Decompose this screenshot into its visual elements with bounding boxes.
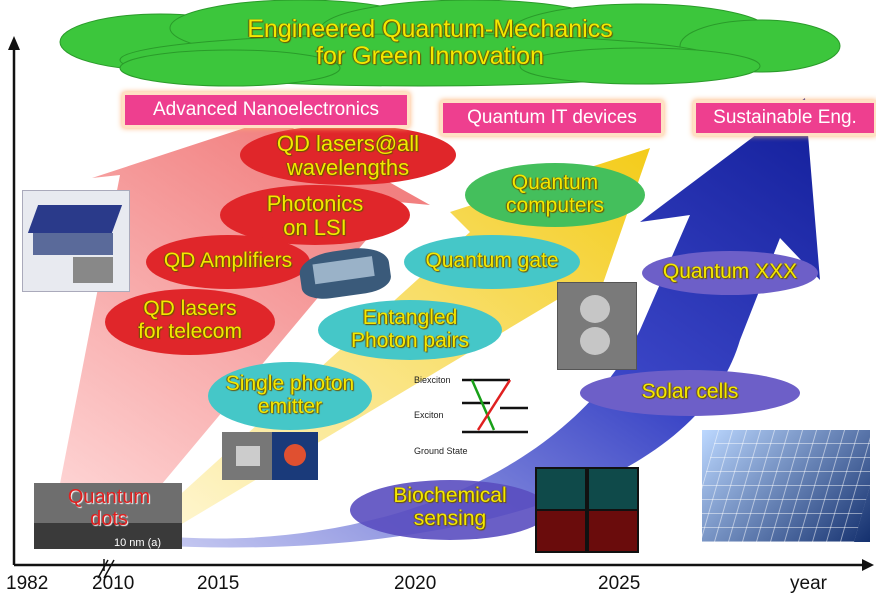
label-line: QD lasers [143,297,237,320]
tick-2020: 2020 [394,573,437,594]
label-line: for telecom [138,319,242,343]
label-line: Entangled [362,306,458,329]
bubble-biochemical [350,480,550,540]
category-sustainable-eng: Sustainable Eng. [693,100,876,136]
label-line: dots [90,507,128,530]
panel-letter: (a) [147,537,162,549]
label-line: Solar cells [641,380,739,403]
label-qd-amplifiers: QD Amplifiers [146,249,310,273]
bubble-photonics-lsi [220,185,410,245]
label-quantum-computers: Quantum computers [480,171,630,217]
bubble-quantum-computers [465,163,645,227]
tick-2025: 2025 [598,573,641,594]
label-line: Quantum gate [425,249,559,272]
label-line: emitter [257,394,323,418]
level-biexciton: Biexciton [414,375,451,385]
biochemical-cell-images [535,467,639,553]
label-line: Quantum [511,171,599,194]
bubble-single-photon [208,362,372,430]
label-solar-cells: Solar cells [610,380,770,404]
label-line: wavelengths [286,154,410,180]
banner-line-1: Engineered Quantum-Mechanics [247,15,613,43]
bubble-entangled [318,300,502,360]
label-line: computers [505,193,605,217]
label-line: Photon pairs [351,328,469,352]
label-entangled: Entangled Photon pairs [330,306,490,352]
banner-title: Engineered Quantum-Mechanics for Green I… [150,16,710,70]
cloud-banner [59,0,841,87]
bubble-solar-cells [580,370,800,416]
bubble-quantum-gate [404,235,580,289]
bubble-qd-lasers-all [240,125,456,185]
laser-device-diagram [22,190,130,292]
level-exciton: Exciton [414,410,444,420]
solar-panel-image [702,430,870,542]
tick-2015: 2015 [197,573,240,594]
bubble-quantum-xxx [642,251,818,295]
category-advanced-nanoelectronics: Advanced Nanoelectronics [122,92,410,128]
label-line: Biochemical [393,484,507,507]
label-quantum-xxx: Quantum XXX [648,260,812,284]
category-quantum-it-devices: Quantum IT devices [440,100,664,136]
bubble-qd-amplifiers [146,235,310,289]
tick-1982: 1982 [6,573,49,594]
label-line: Photonics [266,191,364,216]
label-line: Quantum XXX [662,260,798,283]
quantum-dots-tem-image [34,483,182,549]
label-quantum-dots: Quantum dots [44,486,174,530]
label-qd-lasers-all: QD lasers@all wavelengths [240,132,456,180]
energy-cascade [462,378,528,434]
label-line: QD Amplifiers [163,249,293,272]
label-photonics-lsi: Photonics on LSI [230,192,400,240]
label-single-photon: Single photon emitter [212,372,368,418]
label-line: Quantum [67,486,151,508]
scale-bar-label: 10 nm (a) [114,537,161,549]
scale-bar-text: 10 nm [114,537,145,549]
axes [8,36,874,579]
single-photon-images [222,432,318,480]
blue-arrow [150,98,820,548]
label-qd-lasers-telecom: QD lasers for telecom [110,297,270,343]
label-quantum-gate: Quantum gate [410,249,574,273]
level-ground-state: Ground State [414,446,468,456]
tick-2010: 2010 [92,573,135,594]
quantum-gate-micrograph [557,282,637,370]
banner-line-2: for Green Innovation [316,42,544,70]
label-line: sensing [413,506,487,530]
bubble-qd-lasers-telecom [105,289,275,355]
axis-label-year: year [790,573,827,594]
label-line: Single photon [225,372,355,395]
label-biochemical: Biochemical sensing [362,484,538,530]
label-line: QD lasers@all [276,131,420,156]
label-line: on LSI [283,214,347,240]
